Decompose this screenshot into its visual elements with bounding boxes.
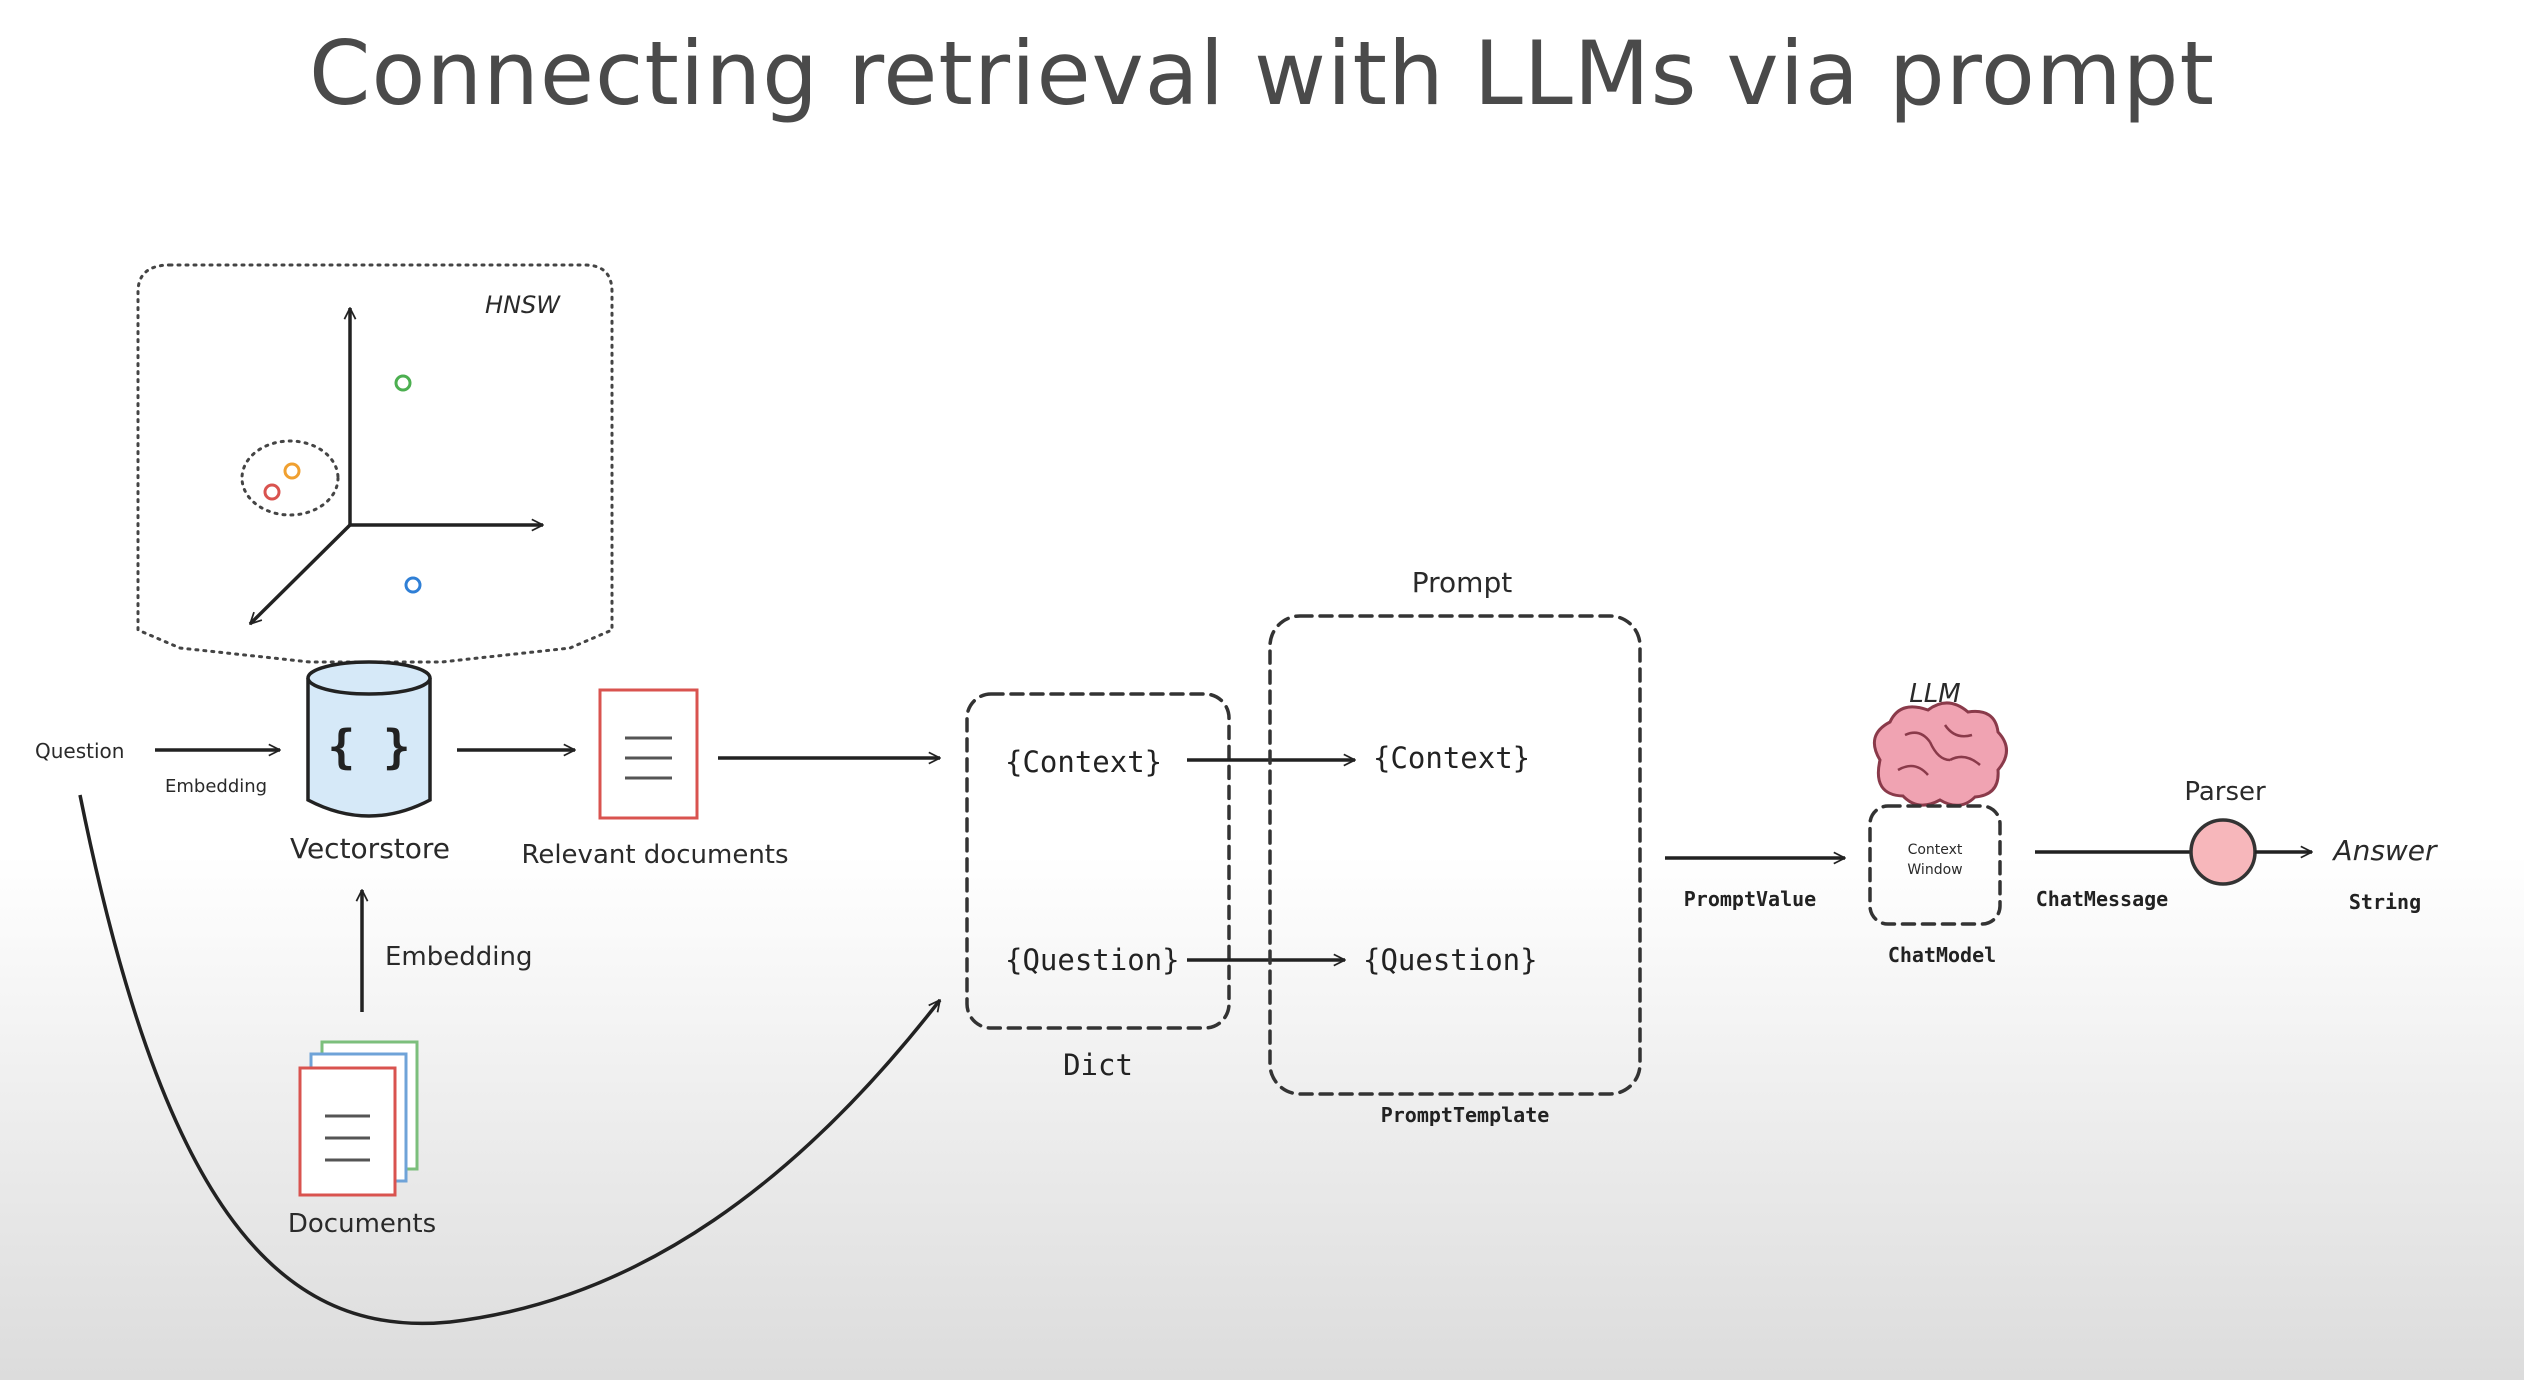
relevant-documents-label: Relevant documents [521,840,788,870]
slide-title: Connecting retrieval with LLMs via promp… [309,22,2215,125]
parser-label: Parser [2184,777,2266,807]
chat-message-label: ChatMessage [2036,887,2168,911]
embedding-label: Embedding [385,942,532,972]
prompt-question: {Question} [1363,943,1538,977]
documents-stack-icon [298,1040,419,1197]
prompt-context: {Context} [1373,741,1530,775]
chat-model-label: ChatModel [1888,943,1996,967]
embedding-small-label: Embedding [165,776,267,797]
dict-question: {Question} [1005,943,1180,977]
hnsw-zoom-panel: HNSW [136,263,614,664]
hnsw-label: HNSW [485,291,561,319]
document-icon [598,688,699,820]
dict-context: {Context} [1005,745,1162,779]
neighbor-cluster [240,439,340,517]
context-window-line2: Window [1907,862,1962,878]
question-label: Question [35,739,124,763]
documents-label: Documents [288,1209,436,1239]
braces-glyph: { } [327,720,410,774]
answer-label: Answer [2331,834,2438,867]
string-label: String [2349,890,2421,914]
prompt-template-label: PromptTemplate [1381,1103,1550,1127]
vector-point-green [394,374,412,392]
brain-icon [1872,701,2008,807]
vector-point-orange [283,462,301,480]
prompt-label: Prompt [1412,566,1512,599]
context-window-line1: Context [1908,842,1963,858]
vector-point-blue [404,576,422,594]
vectorstore-label: Vectorstore [290,832,450,865]
z-axis [248,523,352,626]
dict-label: Dict [1063,1048,1133,1082]
circle-node-icon [2189,818,2257,886]
cylinder-database-icon: { } [306,660,432,818]
vector-point-red [263,483,281,501]
question-to-dict-curve-arrow [78,794,942,1326]
prompt-value-label: PromptValue [1684,887,1816,911]
context-window-box [1868,804,2002,926]
dict-box [965,692,1231,1030]
prompt-template-box [1268,614,1642,1096]
